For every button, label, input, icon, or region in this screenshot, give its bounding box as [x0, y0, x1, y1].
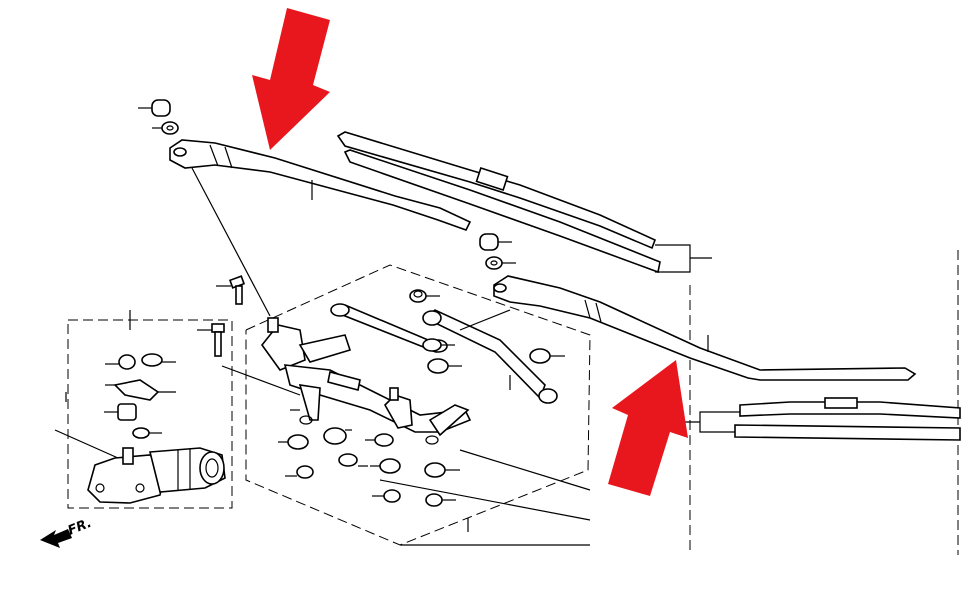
pivot-cap-right	[479, 233, 516, 270]
passenger-wiper-blade	[680, 397, 961, 441]
driver-wiper-arm	[169, 139, 472, 231]
front-arrow-icon	[40, 529, 72, 548]
motor-hardware	[65, 310, 176, 439]
red-arrow-passenger-side	[608, 360, 688, 496]
front-direction-marker: FR.	[40, 516, 94, 548]
linkage-hardware	[278, 289, 565, 532]
red-arrow-up-icon	[608, 360, 688, 496]
red-arrow-down-icon	[252, 8, 330, 150]
motor-detail-frame	[67, 319, 233, 509]
pivot-cap-left	[138, 99, 179, 135]
blade-detail-frame	[689, 250, 959, 555]
wiper-motor	[54, 429, 226, 504]
mounting-bolt-lower	[197, 323, 301, 396]
passenger-wiper-arm	[493, 275, 917, 381]
red-arrow-driver-side	[252, 8, 330, 150]
linkage-detail-frame	[245, 264, 591, 546]
driver-wiper-blade	[336, 131, 712, 274]
wiper-linkage-frame	[260, 317, 472, 445]
front-label: FR.	[66, 516, 94, 539]
panel-lines	[379, 449, 591, 521]
linkage-rod-lower	[422, 309, 558, 404]
mounting-bolt-upper	[216, 275, 246, 305]
leader-line	[191, 167, 271, 317]
